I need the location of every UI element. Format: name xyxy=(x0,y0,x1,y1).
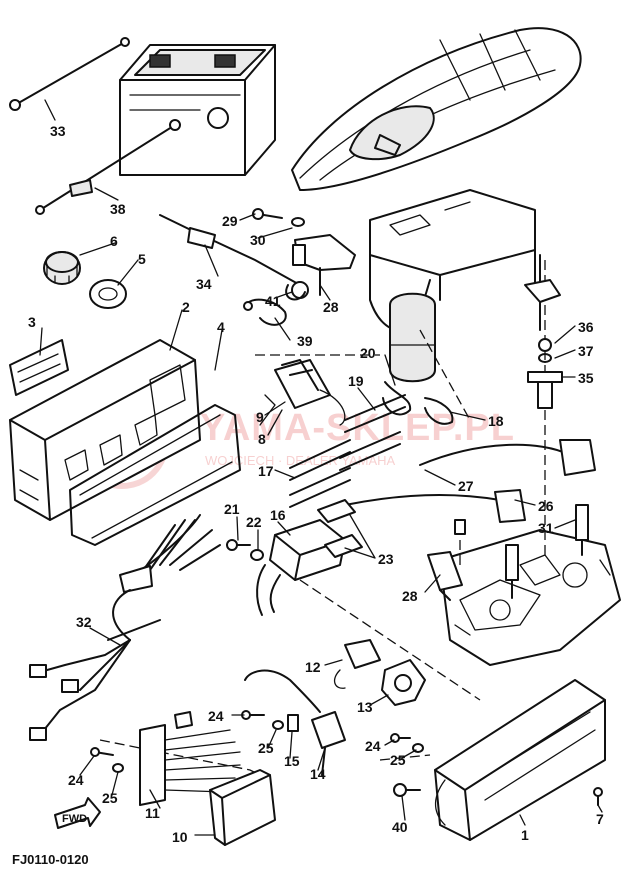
clamp-part-20 xyxy=(382,381,412,416)
callout-33: 33 xyxy=(50,123,66,139)
bracket-part-28-lower xyxy=(427,551,463,601)
callout-labels: 33 38 29 30 6 5 34 41 28 3 2 4 39 36 37 … xyxy=(28,123,604,845)
fwd-label: FWD xyxy=(62,813,87,825)
callout-4: 4 xyxy=(217,319,225,335)
callout-40: 40 xyxy=(392,819,408,835)
callout-2: 2 xyxy=(182,299,190,315)
callout-9: 9 xyxy=(256,409,264,425)
battery-cable-negative xyxy=(9,37,130,111)
callout-24-b: 24 xyxy=(365,738,381,754)
callout-34: 34 xyxy=(196,276,212,292)
tube-part-17 xyxy=(289,439,351,508)
callout-10: 10 xyxy=(172,829,188,845)
bolt-part-29 xyxy=(252,208,283,220)
assembly-guide-lines xyxy=(99,260,546,781)
electrical-box-gasket xyxy=(69,404,241,546)
clamp-part-41 xyxy=(285,284,306,301)
callout-26: 26 xyxy=(538,498,554,514)
regulator-part-11 xyxy=(139,711,241,806)
callout-16: 16 xyxy=(270,507,286,523)
catalog-code: FJ0110-0120 xyxy=(12,852,89,867)
tube-part-19 xyxy=(339,394,406,471)
callout-12: 12 xyxy=(305,659,321,675)
callout-39: 39 xyxy=(297,333,313,349)
battery xyxy=(119,44,276,176)
callout-17: 17 xyxy=(258,463,274,479)
bolt-part-40 xyxy=(393,783,421,797)
watermark-text: YAMA-SKLEP.PL xyxy=(200,407,515,449)
callout-28-lower: 28 xyxy=(402,588,418,604)
callout-1: 1 xyxy=(521,827,529,843)
gasket-part-5 xyxy=(89,279,127,309)
junction-box-part-10 xyxy=(209,769,276,846)
bolt-part-24 xyxy=(90,710,411,757)
callout-5: 5 xyxy=(138,251,146,267)
callout-38: 38 xyxy=(110,201,126,217)
holder-part-13 xyxy=(381,659,426,706)
relay-part-12 xyxy=(333,639,381,689)
washer-part-25 xyxy=(112,720,424,773)
callout-3: 3 xyxy=(28,314,36,330)
fuse-part-15 xyxy=(287,714,299,732)
callout-27: 27 xyxy=(458,478,474,494)
callout-11: 11 xyxy=(145,805,160,821)
callout-24-c: 24 xyxy=(68,772,84,788)
watercraft-hull xyxy=(291,27,582,191)
callout-21: 21 xyxy=(224,501,240,517)
washer-part-22 xyxy=(250,549,264,561)
cap-part-6 xyxy=(43,251,81,285)
clamp-part-39 xyxy=(243,298,287,326)
bolt-part-21 xyxy=(226,539,251,551)
label-plate-part-3 xyxy=(9,339,69,396)
spark-plug-lead-part-27 xyxy=(419,439,596,476)
callout-30: 30 xyxy=(250,232,266,248)
callout-23: 23 xyxy=(378,551,394,567)
ignition-coil-part-16 xyxy=(256,519,346,616)
rectifier-part-9 xyxy=(259,359,346,426)
callout-41: 41 xyxy=(265,293,281,309)
callout-25-b: 25 xyxy=(390,752,406,768)
coil-part-23 xyxy=(317,499,363,558)
callout-13: 13 xyxy=(357,699,373,715)
spark-plug-lead-part-26 xyxy=(344,489,526,523)
bracket-part-28 xyxy=(292,234,356,296)
callout-7: 7 xyxy=(596,811,604,827)
clamp-part-18 xyxy=(424,397,454,425)
callout-24-a: 24 xyxy=(208,708,224,724)
callout-18: 18 xyxy=(488,413,504,429)
callout-28: 28 xyxy=(323,299,339,315)
callout-25-c: 25 xyxy=(102,790,118,806)
spark-plug-part-31 xyxy=(454,504,589,599)
washer-part-30 xyxy=(291,217,305,227)
wiring-harness-part-32 xyxy=(29,514,221,741)
callout-22: 22 xyxy=(246,514,262,530)
callout-6: 6 xyxy=(110,233,118,249)
callout-36: 36 xyxy=(578,319,594,335)
leader-lines xyxy=(39,99,603,836)
sensor-part-35 xyxy=(524,254,563,409)
callout-14: 14 xyxy=(310,766,326,782)
callout-15: 15 xyxy=(284,753,300,769)
callout-19: 19 xyxy=(348,373,364,389)
cdi-unit-part-1 xyxy=(434,679,606,841)
watermark-subtext: WOJCIECH · DEALER YAMAHA xyxy=(205,453,396,468)
screw-part-7 xyxy=(593,787,603,806)
callout-29: 29 xyxy=(222,213,238,229)
forward-direction-arrow: FWD xyxy=(54,797,101,829)
electrical-box-cover xyxy=(9,339,201,521)
callout-20: 20 xyxy=(360,345,376,361)
callout-32: 32 xyxy=(76,614,92,630)
callout-35: 35 xyxy=(578,370,594,386)
battery-cable-positive xyxy=(35,119,181,215)
callout-8: 8 xyxy=(258,431,266,447)
engine-block xyxy=(369,189,621,666)
fuse-holder-part-14 xyxy=(244,669,346,776)
callout-37: 37 xyxy=(578,343,594,359)
callout-25-a: 25 xyxy=(258,740,274,756)
callout-31: 31 xyxy=(538,520,554,536)
